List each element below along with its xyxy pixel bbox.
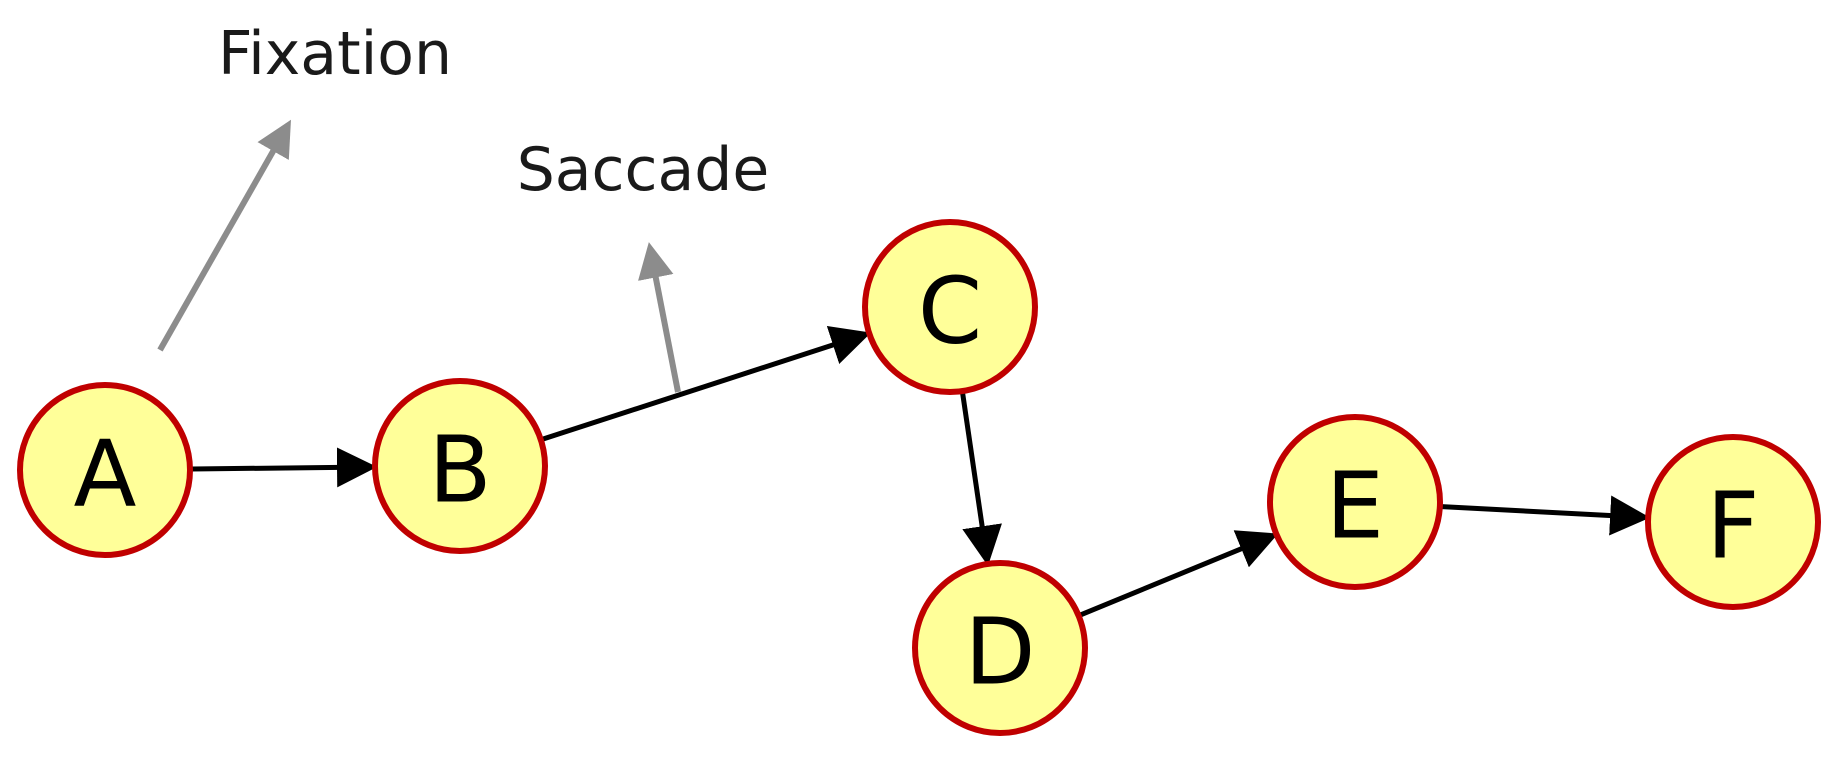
node-circle-c [862,219,1038,395]
node-e: E [1267,414,1443,590]
node-label-d: D [965,599,1036,706]
fixation-label: Fixation [218,19,452,89]
node-label-c: C [918,258,982,365]
node-circle-f [1645,434,1821,610]
fixation-nodes: A B C D E F [17,219,1821,736]
node-a: A [17,382,193,558]
edge-b-c [541,325,872,442]
saccade-label: Saccade [517,135,770,205]
node-c: C [862,219,1038,395]
node-f: F [1645,434,1821,610]
node-label-f: F [1707,473,1760,580]
saccade-edges [191,325,1651,618]
saccade-pointer-arrow [638,242,681,393]
node-label-e: E [1326,453,1384,560]
fixation-pointer-arrow [157,119,291,352]
edge-c-d [960,392,1002,566]
node-circle-e [1267,414,1443,590]
node-circle-a [17,382,193,558]
edge-a-b [191,447,378,488]
node-d: D [912,560,1088,736]
node-b: B [372,378,548,554]
node-circle-b [372,378,548,554]
node-label-a: A [74,421,137,528]
edge-e-f [1441,495,1651,536]
edge-d-e [1079,530,1279,618]
node-circle-d [912,560,1088,736]
node-label-b: B [428,417,491,524]
